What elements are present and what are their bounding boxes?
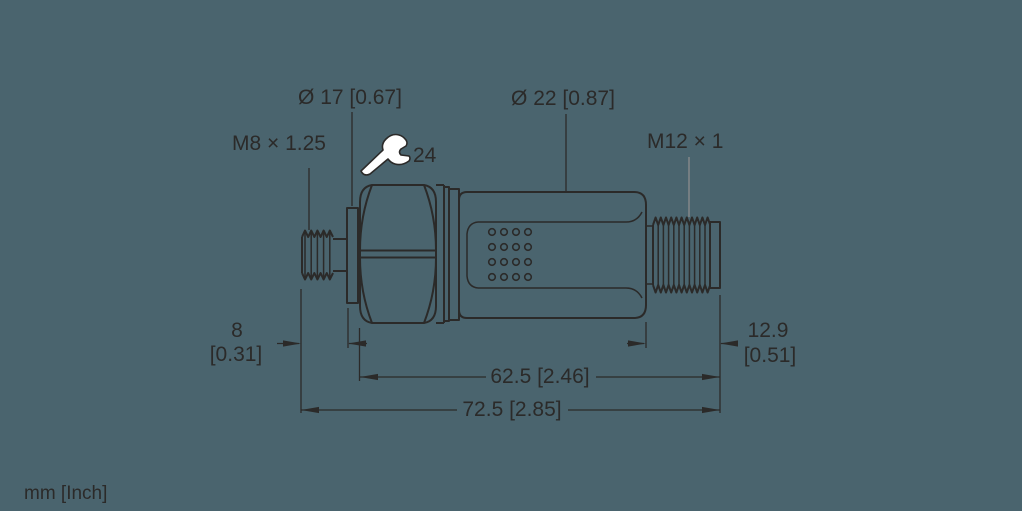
flange-diameter-label: Ø 17 [0.67] <box>298 86 402 109</box>
flange <box>346 207 359 304</box>
wrench-size-label: 24 <box>413 144 437 167</box>
connector-length-inch-label: [0.51] <box>743 344 797 367</box>
m8-thread-label: M8 × 1.25 <box>232 132 326 155</box>
dim-overall-length <box>301 406 720 414</box>
body-diameter-label: Ø 22 [0.87] <box>511 87 615 110</box>
dim-connector-length <box>627 340 738 347</box>
m12-connector <box>646 216 721 294</box>
vent-holes <box>487 227 533 282</box>
stud-length-inch-label: [0.31] <box>209 343 263 366</box>
overall-length-label: 72.5 [2.85] <box>462 398 562 421</box>
hex-nut <box>359 184 437 324</box>
wrench-icon <box>360 133 411 176</box>
sensor-body <box>458 191 647 319</box>
m8-stud <box>301 229 347 281</box>
spacer-rings <box>436 184 460 324</box>
dim-stud-length <box>277 340 367 347</box>
dim-body-length <box>359 373 720 381</box>
dimension-lines <box>277 112 738 414</box>
units-note: mm [Inch] <box>24 483 108 504</box>
m12-thread-label: M12 × 1 <box>647 130 724 153</box>
connector-length-mm-label: 12.9 <box>747 319 789 342</box>
stud-length-mm-label: 8 <box>231 319 243 342</box>
body-length-label: 62.5 [2.46] <box>490 365 590 388</box>
